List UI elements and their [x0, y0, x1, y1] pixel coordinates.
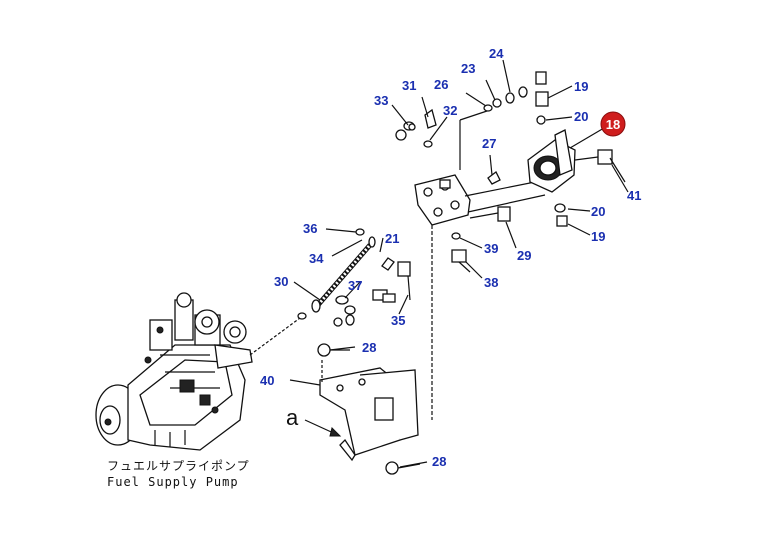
label-20-top: 20: [574, 109, 588, 124]
label-41: 41: [627, 188, 641, 203]
label-40: 40: [260, 373, 274, 388]
highlight-callout-18[interactable]: 18: [600, 111, 626, 137]
leader-lines: [289, 59, 629, 468]
label-34: 34: [309, 251, 324, 266]
top-fittings-drawing: [408, 71, 549, 185]
label-20-bottom: 20: [591, 204, 605, 219]
label-38: 38: [484, 275, 498, 290]
label-36: 36: [303, 221, 317, 236]
label-32: 32: [443, 103, 457, 118]
label-24: 24: [489, 46, 504, 61]
label-39: 39: [484, 241, 498, 256]
view-marker: a: [286, 405, 299, 430]
bracket-drawing: [304, 343, 421, 475]
manifold-block-drawing: [414, 109, 546, 420]
label-30: 30: [274, 274, 288, 289]
label-27: 27: [482, 136, 496, 151]
priming-pump-drawing: [527, 129, 626, 227]
label-35: 35: [391, 313, 405, 328]
label-26: 26: [434, 77, 448, 92]
label-31: 31: [402, 78, 416, 93]
hose-drawing: [297, 228, 376, 320]
label-23: 23: [461, 61, 475, 76]
label-29: 29: [517, 248, 531, 263]
label-19-top: 19: [574, 79, 588, 94]
label-28-bottom: 28: [432, 454, 446, 469]
fuel-supply-pump-drawing: [95, 292, 301, 451]
label-21: 21: [385, 231, 399, 246]
mid-fittings-drawing: [333, 257, 411, 327]
caption-japanese: フュエルサプライポンプ: [107, 459, 250, 473]
label-28-top: 28: [362, 340, 376, 355]
caption-english: Fuel Supply Pump: [107, 475, 239, 489]
label-37: 37: [348, 278, 362, 293]
highlight-label: 18: [606, 117, 620, 132]
part-labels: 33 31 32 26 23 24 19 20 27 41 20 19 29 3…: [260, 46, 641, 469]
label-33: 33: [374, 93, 388, 108]
label-19-bottom: 19: [591, 229, 605, 244]
